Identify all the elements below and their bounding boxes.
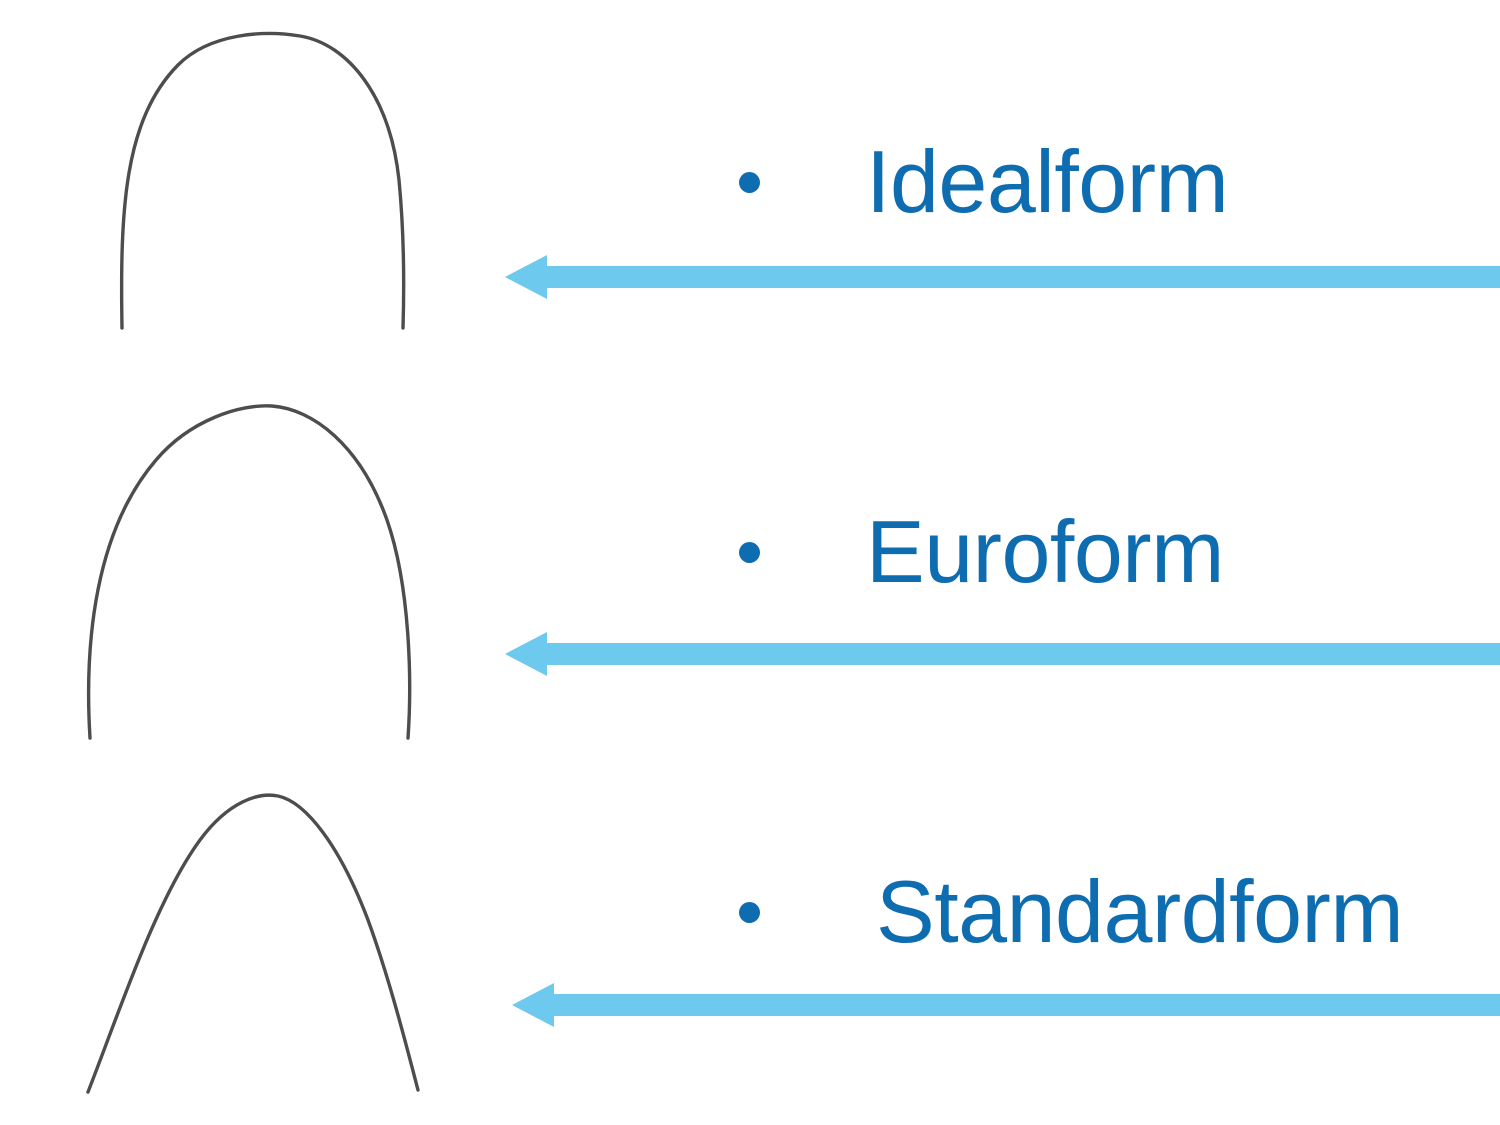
archwire-idealform [60, 10, 480, 350]
left-arrow-standardform [512, 973, 1500, 1033]
bullet-row-standardform: Standardform [739, 862, 1404, 961]
bullet-label-standardform: Standardform [876, 862, 1404, 961]
bullet-dot-icon [739, 901, 760, 923]
arrow-shape [512, 983, 1500, 1027]
left-arrow-euroform [505, 622, 1500, 682]
bullet-label-idealform: Idealform [866, 132, 1229, 231]
archwire-euroform [60, 390, 480, 750]
archwire-standardform [60, 780, 480, 1110]
bullet-row-euroform: Euroform [739, 508, 1224, 596]
left-arrow-idealform [505, 245, 1500, 305]
archwire-path [86, 404, 412, 740]
bullet-row-idealform: Idealform [739, 132, 1229, 231]
bullet-dot-icon [739, 541, 760, 563]
bullet-label-euroform: Euroform [866, 502, 1224, 601]
bullet-dot-icon [739, 171, 760, 193]
arrow-shape [505, 632, 1500, 676]
archwire-path [119, 31, 406, 330]
archwire-path [86, 793, 420, 1094]
arrow-shape [505, 255, 1500, 299]
